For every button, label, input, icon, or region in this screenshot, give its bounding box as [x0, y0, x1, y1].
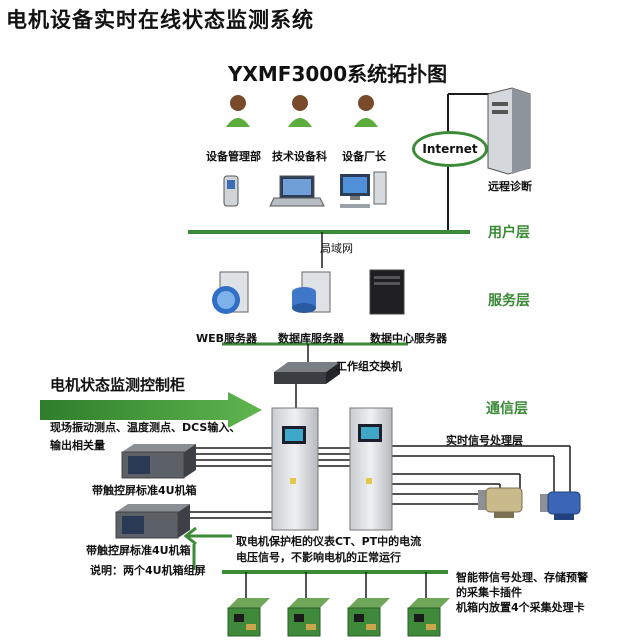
ct-pt-line-2: 电压信号，不影响电机的正常运行: [236, 551, 401, 564]
mobile-phone-icon: [223, 175, 239, 207]
motor-icon-2: [540, 491, 581, 520]
monitoring-cabinet-1: [271, 407, 319, 531]
user-layer-label: 用户层: [488, 225, 530, 241]
remote-server-icon: [487, 87, 531, 175]
user-label-tech-dept: 技术设备科: [272, 150, 327, 163]
realtime-layer-label: 实时信号处理层: [446, 434, 523, 447]
database-server-label: 数据库服务器: [278, 332, 344, 345]
switch-label: 工作组交换机: [336, 360, 402, 373]
acquisition-card-icon: [407, 598, 450, 637]
person-icon: [288, 95, 312, 127]
motor-icon-1: [478, 487, 523, 518]
inputs-line-1: 现场振动测点、温度测点、DCS输入、: [50, 421, 241, 434]
user-label-plant-director: 设备厂长: [342, 150, 386, 163]
desktop-computer-icon: [340, 171, 387, 208]
user-label-equipment-dept: 设备管理部: [206, 150, 261, 163]
internet-badge: Internet: [412, 131, 488, 167]
workgroup-switch-icon: [274, 362, 340, 384]
person-icon: [354, 95, 378, 127]
acquisition-card-icon: [227, 598, 270, 637]
person-icon: [226, 95, 250, 127]
chassis-4u-1: [121, 444, 196, 479]
web-server-icon: [212, 271, 249, 314]
page-title: 电机设备实时在线状态监测系统: [6, 8, 314, 32]
web-server-label: WEB服务器: [196, 332, 258, 345]
inputs-line-2: 输出相关量: [50, 439, 105, 452]
card-note-line-3: 机箱内放置4个采集处理卡: [456, 601, 585, 614]
data-center-server-icon: [369, 269, 405, 315]
monitoring-cabinet-2: [349, 407, 393, 531]
acquisition-card-icon: [347, 598, 390, 637]
ct-pt-line-1: 取电机保护柜的仪表CT、PT中的电流: [236, 535, 422, 548]
chassis-note: 说明：两个4U机箱组屏: [90, 564, 206, 577]
lan-label: 局域网: [320, 242, 353, 255]
card-note-line-1: 智能带信号处理、存储预警: [456, 571, 588, 584]
comm-layer-label: 通信层: [486, 401, 528, 417]
diagram-subtitle: YXMF3000系统拓扑图: [228, 62, 448, 86]
database-server-icon: [292, 271, 331, 313]
internet-label: Internet: [422, 142, 478, 156]
remote-diagnosis-label: 远程诊断: [488, 180, 532, 193]
chassis-label-2: 带触控屏标准4U机箱: [86, 544, 191, 557]
input-arrow: [40, 392, 262, 428]
acquisition-card-icon: [287, 598, 330, 637]
data-center-server-label: 数据中心服务器: [370, 332, 447, 345]
laptop-icon: [269, 175, 325, 207]
chassis-label-1: 带触控屏标准4U机箱: [92, 484, 197, 497]
chassis-4u-2: [115, 504, 190, 539]
control-cabinet-title: 电机状态监测控制柜: [50, 376, 186, 394]
signal-lines: [190, 445, 571, 519]
card-note-line-2: 的采集卡插件: [456, 586, 522, 599]
service-layer-label: 服务层: [488, 293, 530, 309]
